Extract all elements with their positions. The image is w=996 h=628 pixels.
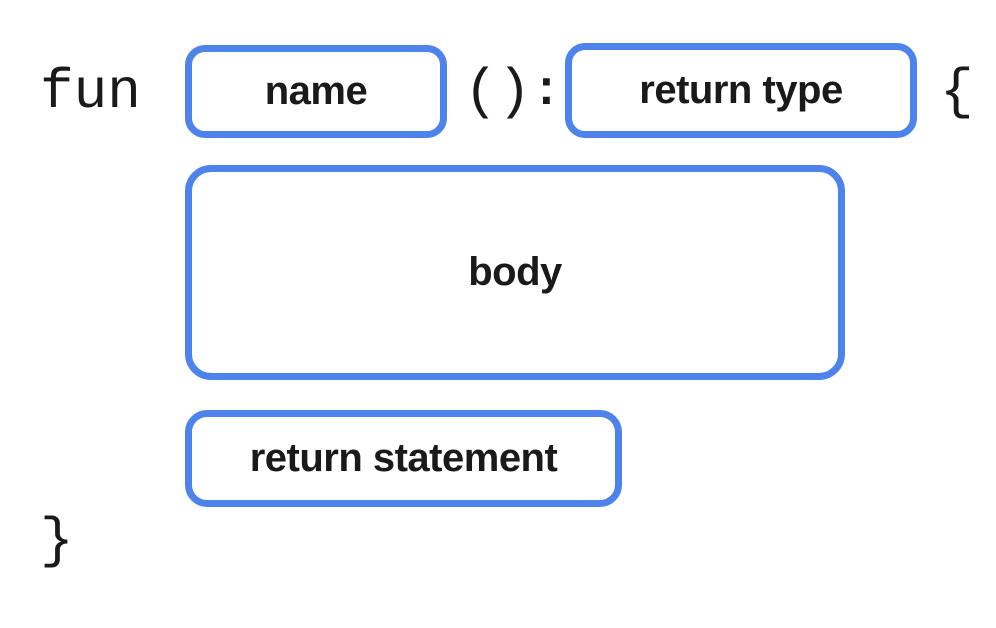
name-placeholder-label: name <box>264 69 368 113</box>
return-statement-placeholder-label: return statement <box>249 436 558 480</box>
close-brace-token: } <box>40 508 74 573</box>
body-placeholder-label: body <box>468 250 562 294</box>
return-type-placeholder-box: return type <box>565 43 917 138</box>
return-type-placeholder-label: return type <box>639 68 843 112</box>
open-brace-token: { <box>940 59 974 124</box>
fun-keyword: fun <box>40 59 141 124</box>
parentheses-token: () <box>464 59 532 124</box>
colon-token: : <box>532 64 561 119</box>
body-placeholder-box: body <box>185 165 845 380</box>
name-placeholder-box: name <box>185 45 447 138</box>
return-statement-placeholder-box: return statement <box>185 410 622 507</box>
